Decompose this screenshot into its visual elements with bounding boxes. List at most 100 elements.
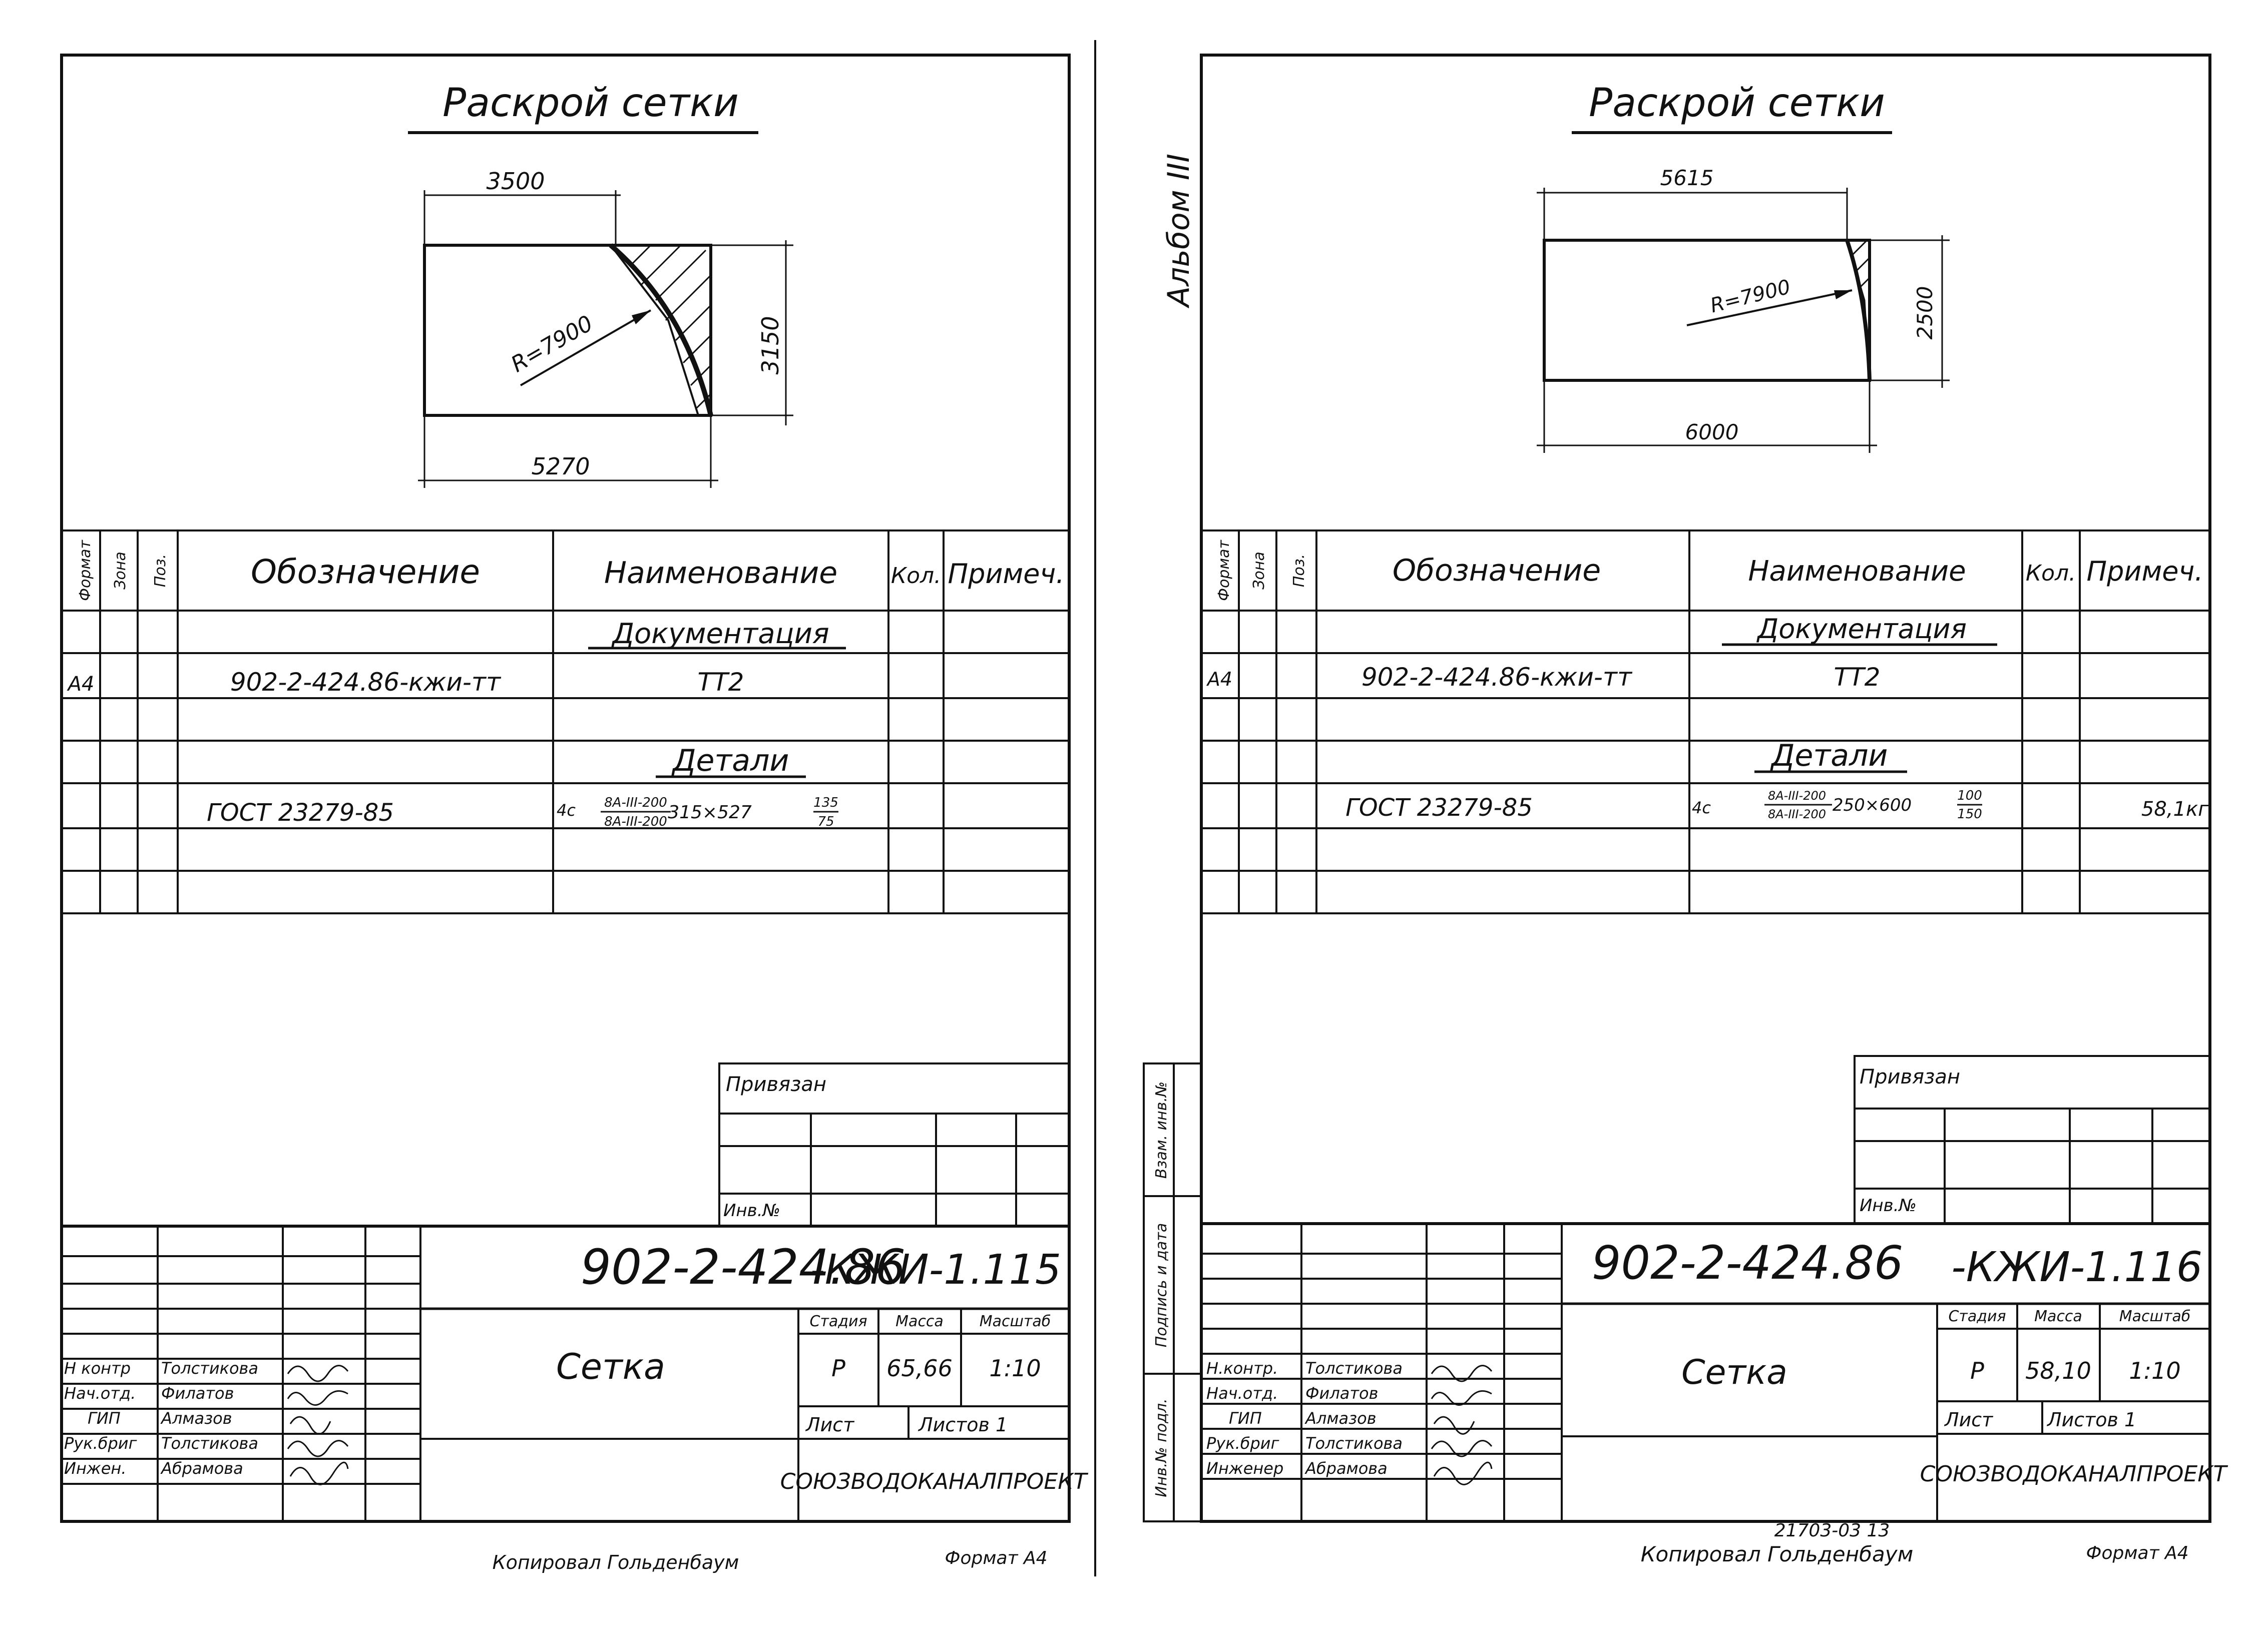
stage-value-right: Р (1970, 1357, 1984, 1384)
doc-code-right: -КЖИ-1.116 (1951, 1244, 2202, 1291)
person-4: Толстикова (161, 1434, 258, 1453)
stage-value: Р (831, 1355, 845, 1382)
row2-bar-bottom-right: 8А-III-200 (1768, 807, 1826, 821)
hdr-name-right: Наименование (1748, 555, 1966, 588)
dim-bottom: 5270 (531, 453, 590, 480)
sheet-label-right: Лист (1944, 1409, 1994, 1431)
org-name: СОЮЗВОДОКАНАЛПРОЕКТ (780, 1469, 1089, 1494)
hdr-qty-right: Кол. (2026, 561, 2076, 586)
row2-frac-bottom: 75 (817, 814, 834, 829)
mass-label-right: Масса (2034, 1308, 2082, 1325)
name-label: Сетка (556, 1346, 665, 1387)
section-details: Детали (671, 743, 789, 778)
row2-size-right: 250×600 (1833, 795, 1912, 815)
stage-label: Стадия (809, 1313, 867, 1330)
doc-number: 902-2-424.86 (581, 1239, 906, 1295)
role-1: Н контр (64, 1359, 131, 1378)
format-label: Формат А4 (945, 1548, 1047, 1568)
person-2: Филатов (161, 1384, 234, 1403)
row2-bar-bottom: 8А-III-200 (604, 814, 667, 829)
side-podpis: Подпись и дата (1153, 1223, 1170, 1348)
album-label: Альбом III (1161, 154, 1196, 309)
person-5: Абрамова (160, 1459, 243, 1478)
mesh-figure: 3500 5270 3150 R=7900 (418, 168, 793, 488)
hdr-zone-right: Зона (1250, 552, 1268, 590)
inv-label-right: Инв.№ (1860, 1196, 1917, 1216)
person-1: Толстикова (161, 1359, 258, 1378)
person-2-right: Филатов (1305, 1384, 1378, 1403)
section-docs: Документация (611, 618, 829, 650)
person-1-right: Толстикова (1305, 1359, 1403, 1378)
role-4: Рук.бриг (64, 1434, 137, 1453)
person-3: Алмазов (160, 1409, 232, 1428)
copied-by: Копировал Гольденбаум (493, 1551, 739, 1573)
signatures (287, 1365, 349, 1485)
dim-top-right: 5615 (1660, 166, 1714, 190)
person-4-right: Толстикова (1305, 1434, 1403, 1453)
signatures-right (1431, 1365, 1493, 1485)
doc-number-right: 902-2-424.86 (1592, 1236, 1903, 1290)
hdr-note-right: Примеч. (2086, 556, 2203, 587)
cutting-title-right: Раскрой сетки (1589, 81, 1885, 126)
role-4-right: Рук.бриг (1206, 1434, 1279, 1453)
row2-note-right: 58,1кг (2141, 798, 2209, 821)
privyazan: Привязан (726, 1073, 826, 1096)
hdr-pos-right: Поз. (1290, 554, 1308, 587)
format-label-right: Формат А4 (2086, 1543, 2188, 1563)
hdr-name: Наименование (604, 556, 837, 591)
scale-label-right: Масштаб (2119, 1308, 2191, 1325)
hdr-designation: Обозначение (251, 553, 480, 591)
role-2: Нач.отд. (64, 1384, 136, 1403)
person-5-right: Абрамова (1304, 1459, 1388, 1478)
doc-code: -КЖИ-1.115 (810, 1246, 1061, 1294)
row2-frac-top-right: 100 (1957, 788, 1982, 803)
extra-note: 21703-03 13 (1774, 1520, 1890, 1541)
row2-qty-prefix-right: 4с (1692, 798, 1711, 817)
inv-label: Инв.№ (723, 1201, 780, 1221)
hdr-format-right: Формат (1215, 539, 1233, 601)
side-stamp (1143, 1062, 1202, 1522)
row1-name-right: ТТ2 (1834, 663, 1881, 692)
row2-frac-bottom-right: 150 (1957, 807, 1982, 822)
side-inv-podl: Инв.№ подл. (1153, 1398, 1170, 1497)
scale-value-right: 1:10 (2129, 1357, 2180, 1384)
title-block-right (1201, 1222, 2210, 1521)
left-sheet: Раскрой сетки (60, 54, 1089, 1573)
dim-bottom-right: 6000 (1685, 420, 1739, 444)
spec-table (62, 529, 1069, 914)
row2-bar-top: 8А-III-200 (604, 795, 667, 810)
row2-frac-top: 135 (813, 795, 838, 810)
row2-designation: ГОСТ 23279-85 (207, 799, 394, 827)
scale-value: 1:10 (989, 1355, 1041, 1382)
role-3-right: ГИП (1229, 1409, 1262, 1428)
hdr-pos: Поз. (152, 554, 169, 587)
side-inv-vzam: Взам. инв.№ (1153, 1081, 1170, 1179)
title-block (62, 1225, 1069, 1521)
hdr-format: Формат (77, 539, 94, 601)
mesh-figure-right: 5615 6000 2500 R=7900 (1537, 166, 1950, 453)
privyazan-right: Привязан (1860, 1065, 1960, 1089)
row2-qty-prefix: 4с (557, 801, 576, 820)
hdr-zone: Зона (112, 552, 129, 590)
row2-size: 315×527 (668, 802, 752, 823)
role-2-right: Нач.отд. (1206, 1384, 1278, 1403)
role-5-right: Инженер (1206, 1459, 1283, 1478)
name-label-right: Сетка (1681, 1353, 1787, 1392)
role-5: Инжен. (64, 1459, 126, 1478)
section-details-right: Детали (1770, 738, 1888, 773)
hdr-designation-right: Обозначение (1393, 553, 1601, 588)
row2-bar-top-right: 8А-III-200 (1768, 789, 1826, 803)
spec-table-right (1201, 529, 2210, 914)
row1-designation: 902-2-424.86-кжи-тт (230, 668, 502, 697)
scale-label: Масштаб (980, 1313, 1051, 1330)
mass-label: Масса (895, 1313, 944, 1330)
hdr-qty: Кол. (891, 563, 941, 589)
section-docs-right: Документация (1756, 613, 1967, 645)
row1-format: А4 (67, 673, 95, 696)
role-3: ГИП (88, 1409, 121, 1428)
dim-top: 3500 (486, 168, 545, 195)
mass-value-right: 58,10 (2025, 1357, 2091, 1384)
role-1-right: Н.контр. (1206, 1359, 1278, 1378)
stage-label-right: Стадия (1948, 1308, 2006, 1325)
